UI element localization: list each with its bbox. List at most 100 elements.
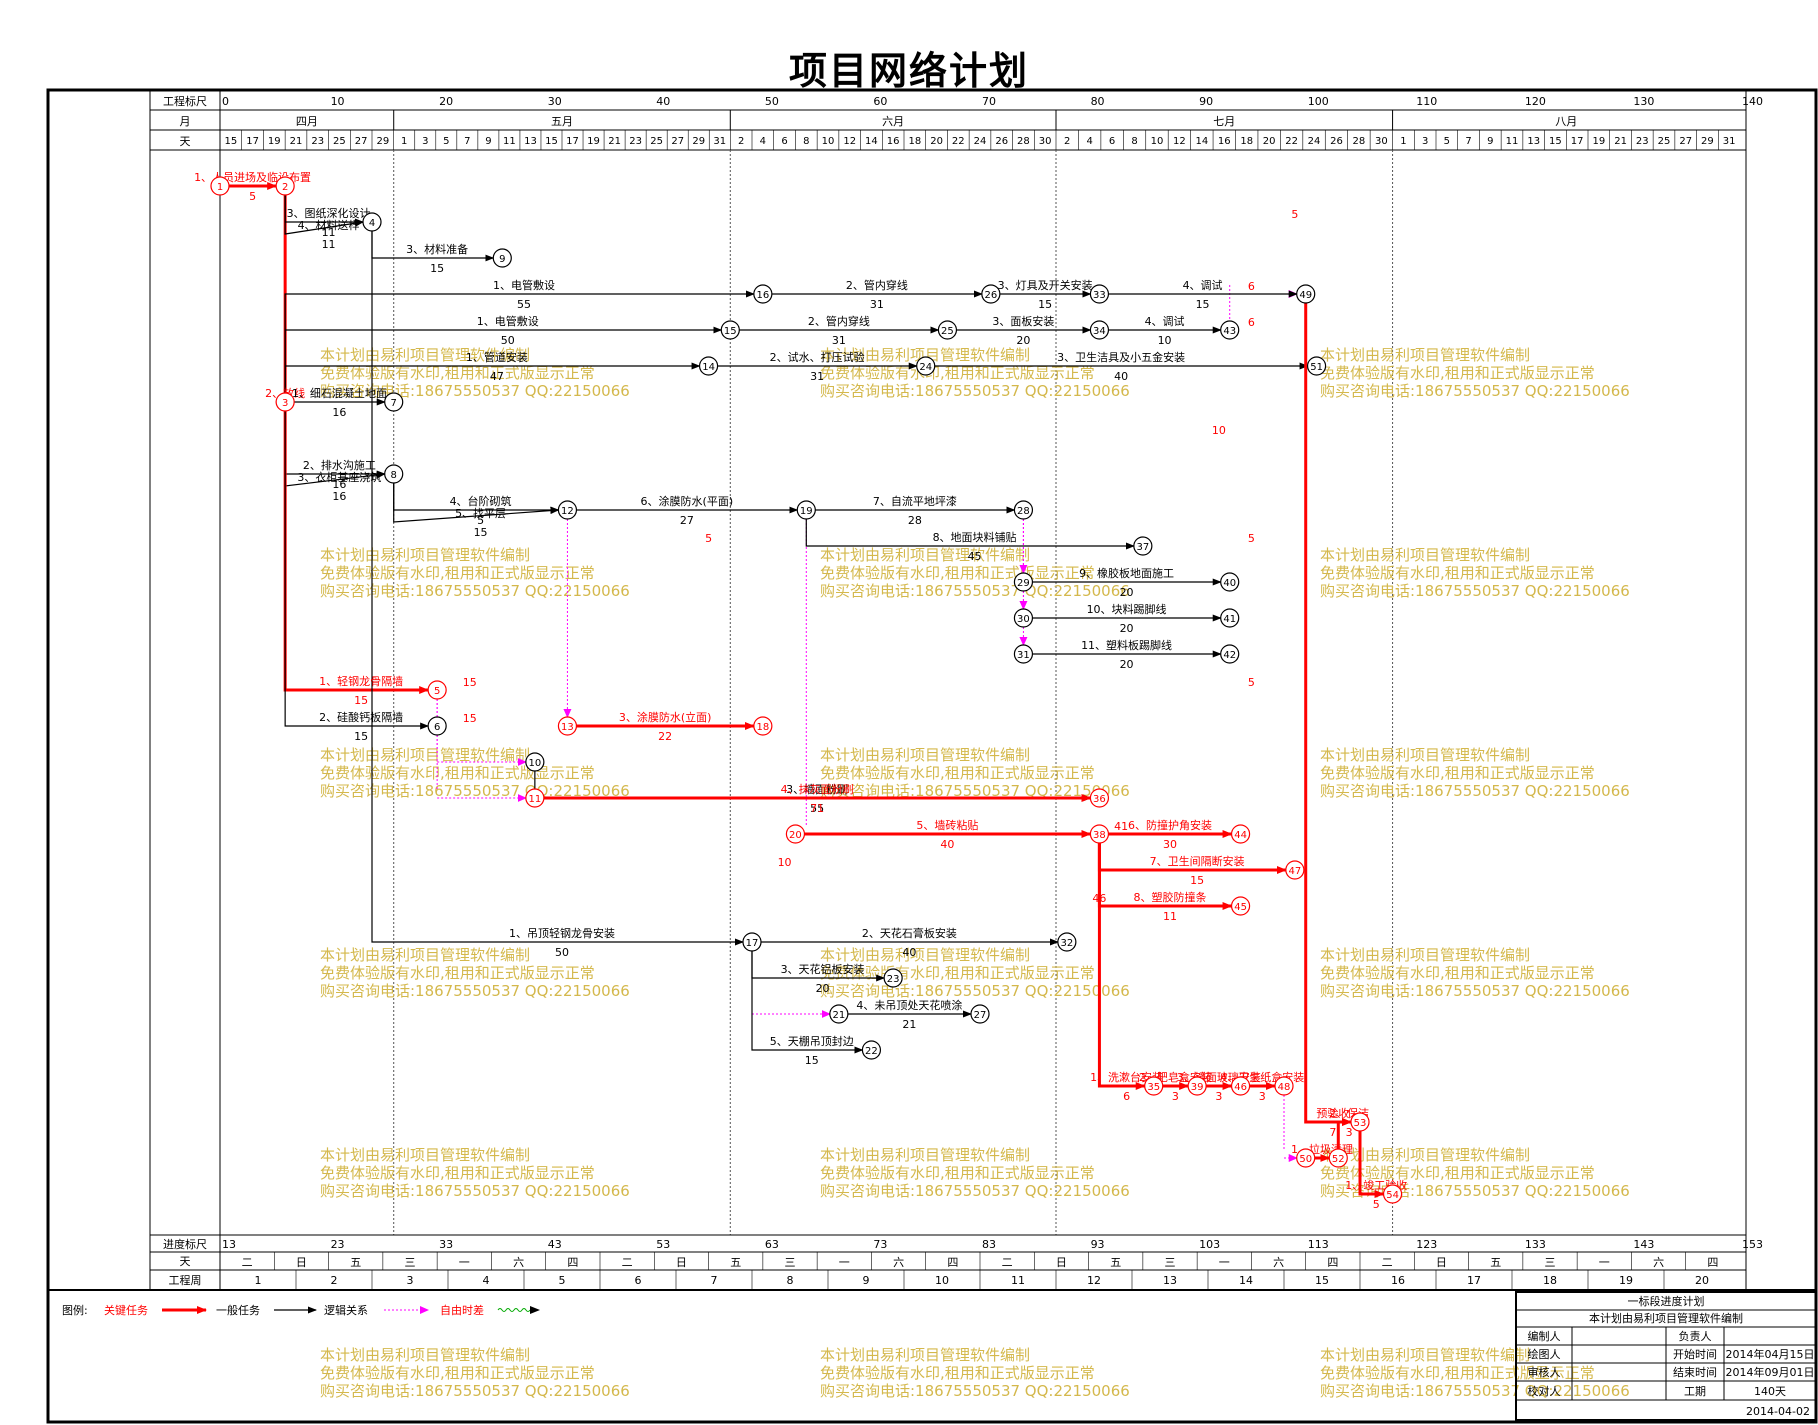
float-value: 10 [778, 856, 792, 869]
logic-link [1229, 285, 1297, 339]
scale-tick: 10 [331, 95, 345, 108]
task-duration: 11 [322, 226, 336, 239]
event-node-number: 10 [528, 758, 541, 769]
day-cell: 16 [887, 136, 900, 147]
day-cell: 15 [545, 136, 558, 147]
watermark-text: 免费体验版有水印,租用和正式版显示正常 [1320, 964, 1595, 982]
info-drafter: 编制人 [1528, 1329, 1561, 1343]
day-cell: 15 [1549, 136, 1562, 147]
task-name: 2、天花石膏板安装 [862, 926, 957, 940]
event-node [1220, 644, 1240, 664]
event-node [362, 212, 382, 232]
week-cell: 18 [1543, 1274, 1557, 1287]
task-duration: 27 [680, 514, 694, 527]
task-duration: 16 [332, 478, 346, 491]
day-cell: 14 [865, 136, 878, 147]
day-cell: 29 [1701, 136, 1714, 147]
info-subtitle: 本计划由易利项目管理软件编制 [1589, 1311, 1743, 1325]
scale-tick: 60 [873, 95, 887, 108]
watermark-text: 本计划由易利项目管理软件编制 [820, 346, 1030, 364]
task-name: 2、排水沟施工 [303, 458, 376, 472]
watermark-text: 免费体验版有水印,租用和正式版显示正常 [820, 1364, 1095, 1382]
event-node [275, 176, 295, 196]
day-cell: 30 [1375, 136, 1388, 147]
task-duration: 20 [1120, 586, 1134, 599]
watermark-text: 购买咨询电话:18675550537 QQ:22150066 [820, 1182, 1130, 1200]
task-name: 2、试水、打压试验 [770, 350, 865, 364]
week-cell: 15 [1315, 1274, 1329, 1287]
progress-tick: 113 [1308, 1238, 1329, 1251]
legend-logic-label: 逻辑关系 [324, 1303, 368, 1317]
event-node [1230, 1076, 1251, 1096]
day-cell: 6 [1109, 136, 1115, 147]
week-cell: 17 [1467, 1274, 1481, 1287]
day-cell: 26 [995, 136, 1008, 147]
event-node-number: 29 [1017, 578, 1030, 589]
watermark-text: 购买咨询电话:18675550537 QQ:22150066 [1320, 782, 1630, 800]
task-name: 2、管内穿线 [808, 314, 870, 328]
event-node [1230, 896, 1251, 916]
weekday-cell: 日 [1436, 1256, 1447, 1269]
week-cell: 11 [1011, 1274, 1025, 1287]
float-value: 46 [1092, 892, 1106, 905]
task-name: 6、涂膜防水(平面) [641, 494, 734, 508]
day-cell: 25 [1658, 136, 1671, 147]
day-cell: 20 [930, 136, 943, 147]
event-node-number: 41 [1223, 614, 1236, 625]
progress-tick: 133 [1525, 1238, 1546, 1251]
month-2: 五月 [551, 115, 573, 128]
event-node-number: 50 [1299, 1154, 1312, 1165]
task-name: 3、面板安装 [992, 314, 1054, 328]
event-node [1285, 860, 1305, 880]
progress-tick: 153 [1742, 1238, 1763, 1251]
event-node [742, 932, 762, 952]
task-name: 1、管道安装 [466, 350, 528, 364]
event-node [427, 680, 447, 700]
task-arrow [284, 195, 364, 235]
event-node-number: 7 [391, 398, 397, 409]
weekday-cell: 四 [947, 1256, 958, 1269]
watermark-text: 免费体验版有水印,租用和正式版显示正常 [320, 564, 595, 582]
task-duration: 16 [332, 490, 346, 503]
progress-tick: 53 [656, 1238, 670, 1251]
event-node [1306, 356, 1327, 376]
day-cell: 5 [1444, 136, 1450, 147]
weekday-cell: 二 [622, 1256, 633, 1269]
weekday-cell: 三 [1165, 1256, 1176, 1269]
task-arrow [371, 231, 744, 946]
task-arrow [1336, 1118, 1352, 1149]
task-arrow [1097, 843, 1146, 1090]
day-cell: 8 [1131, 136, 1137, 147]
event-node [861, 1040, 882, 1060]
scale-tick: 70 [982, 95, 996, 108]
day-cell: 7 [1465, 136, 1471, 147]
day-cell: 1 [1400, 136, 1406, 147]
event-node-number: 13 [561, 722, 574, 733]
info-drawer: 绘图人 [1528, 1347, 1561, 1361]
event-node [1230, 824, 1251, 844]
event-node-number: 43 [1223, 326, 1236, 337]
task-duration: 11 [1163, 910, 1177, 923]
watermark-text: 免费体验版有水印,租用和正式版显示正常 [1320, 564, 1595, 582]
task-name: 3、卫生洁具及小五金安装 [1057, 350, 1185, 364]
event-node [384, 464, 404, 484]
scale-tick: 90 [1199, 95, 1213, 108]
progress-tick: 73 [873, 1238, 887, 1251]
watermark-text: 本计划由易利项目管理软件编制 [320, 546, 530, 564]
watermark-text: 本计划由易利项目管理软件编制 [1320, 1146, 1530, 1164]
event-node [753, 284, 773, 304]
weekday-cell: 三 [1545, 1256, 1556, 1269]
event-node-number: 16 [756, 290, 769, 301]
task-duration: 3 [1346, 1126, 1353, 1139]
weekday-cell: 六 [893, 1256, 904, 1269]
task-duration: 3 [1172, 1090, 1179, 1103]
task-duration: 55 [810, 802, 824, 815]
watermark-text: 购买咨询电话:18675550537 QQ:22150066 [820, 982, 1130, 1000]
float-value: 5 [1248, 676, 1255, 689]
task-name: 5、找平层 [455, 506, 506, 520]
event-node [1187, 1076, 1207, 1096]
event-node [970, 1004, 990, 1024]
event-node-number: 48 [1278, 1082, 1291, 1093]
info-duration-value: 140天 [1754, 1385, 1786, 1398]
day-cell: 4 [760, 136, 766, 147]
